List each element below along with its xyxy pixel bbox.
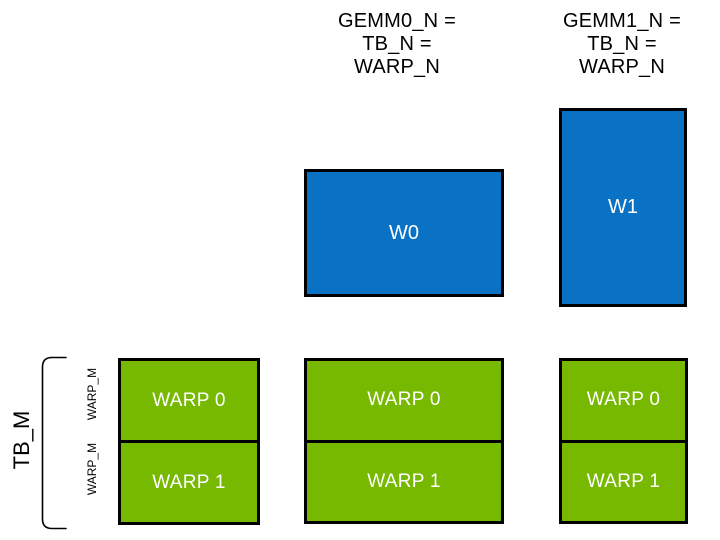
gemm0-header-line-3: WARP_N — [353, 56, 441, 78]
warp0-cell-label: WARP 0 — [367, 389, 441, 411]
threadblock-tile-gemm1: WARP 0 WARP 1 — [559, 358, 688, 524]
gemm0-header-line-2: TB_N = — [362, 33, 432, 55]
w1-box-label: W1 — [608, 196, 638, 218]
w0-box-label: W0 — [389, 221, 419, 244]
warp1-cell: WARP 1 — [562, 443, 685, 522]
warp0-cell: WARP 0 — [307, 361, 501, 443]
threadblock-tile-gemm0: WARP 0 WARP 1 — [304, 358, 504, 524]
warp0-cell-label: WARP 0 — [152, 389, 226, 411]
gemm0-column-header: GEMM0_N = TB_N = WARP_N — [312, 10, 482, 79]
gemm1-header-line-2: TB_N = — [587, 33, 657, 55]
warp0-cell-label: WARP 0 — [586, 389, 661, 411]
tb-m-bracket — [41, 356, 67, 530]
threadblock-tile-left: WARP 0 WARP 1 — [118, 358, 260, 525]
warp1-cell: WARP 1 — [307, 443, 501, 522]
warp1-cell-label: WARP 1 — [152, 471, 226, 493]
warp1-cell: WARP 1 — [121, 443, 257, 522]
gemm1-header-line-1: GEMM1_N = — [563, 10, 681, 32]
warp0-cell: WARP 0 — [121, 361, 257, 443]
warp-m-label-top: WARP_M — [85, 367, 99, 421]
gemm1-column-header: GEMM1_N = TB_N = WARP_N — [537, 10, 707, 79]
warp-m-label-bottom: WARP_M — [85, 442, 99, 496]
warp1-cell-label: WARP 1 — [367, 470, 441, 492]
w0-box: W0 — [304, 169, 504, 297]
gemm1-header-line-3: WARP_N — [578, 56, 666, 78]
warp1-cell-label: WARP 1 — [586, 470, 661, 492]
w1-box: W1 — [559, 108, 687, 307]
warp0-cell: WARP 0 — [562, 361, 685, 443]
gemm0-header-line-1: GEMM0_N = — [338, 10, 456, 32]
tb-m-label: TB_M — [9, 410, 34, 470]
